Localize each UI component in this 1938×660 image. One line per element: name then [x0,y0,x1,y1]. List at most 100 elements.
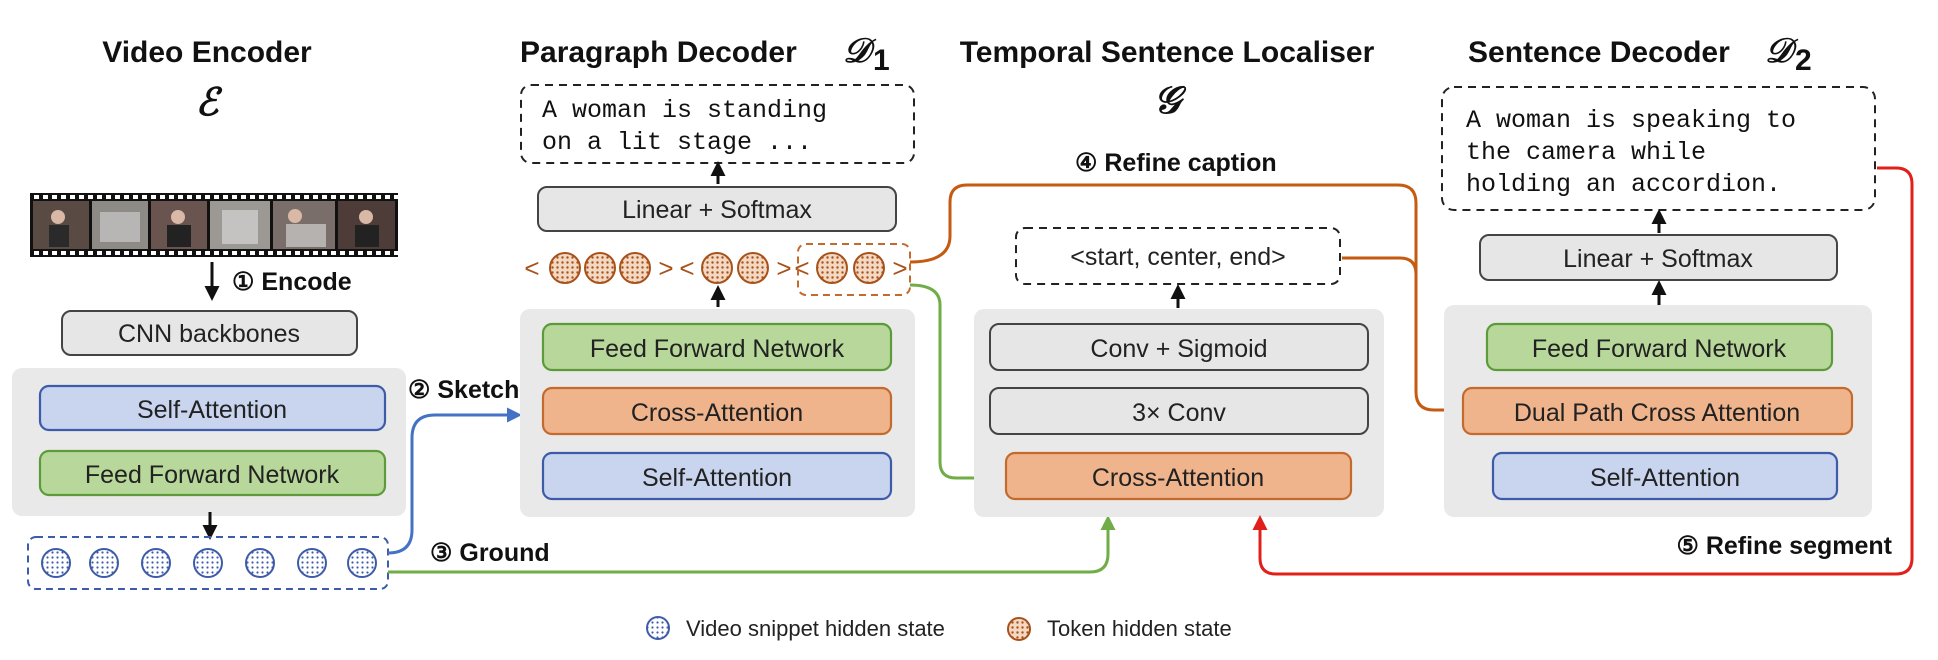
sentence-decoder-subscript: 2 [1795,44,1812,77]
legend-video-state-icon [646,616,670,640]
paragraph-caption-line2: on a lit stage ... [542,128,812,157]
video-states-group [41,548,377,578]
film-sprocket [196,251,201,255]
film-sprocket [43,251,48,255]
film-sprocket [250,195,255,199]
encoder-self-attention-label: Self-Attention [137,396,287,424]
film-sprocket [133,251,138,255]
localiser-cross-attention-label: Cross-Attention [1092,464,1264,492]
ground-arrow [388,515,1116,574]
legend-token-state-label: Token hidden state [1047,616,1232,641]
sentence-self-attention-box [1491,451,1839,501]
refine-segment-arrow [1252,166,1914,576]
temporal-localiser-title: Temporal Sentence Localiser [960,36,1375,69]
film-sprocket [286,251,291,255]
last-sentence-tokens-box [797,243,911,296]
film-sprocket [304,251,309,255]
film-sprocket [97,251,102,255]
film-sprocket [34,251,39,255]
film-sprocket [124,251,129,255]
refine-caption-arrow [909,183,1466,418]
film-sprocket [214,251,219,255]
encoder-self-attention-box [38,384,387,432]
encode-step-label: ① Encode [232,268,352,296]
token-state [816,252,848,284]
film-sprocket [196,195,201,199]
token-state [549,252,581,284]
refine-segment-step-label: ⑤ Refine segment [1676,532,1892,560]
localiser-conv3-box [989,387,1369,435]
film-sprocket [106,251,111,255]
film-sprocket [115,251,120,255]
cnn-backbones-box [61,310,358,356]
sentence-decoder-title-group: Sentence Decoder 𝒟 2 [1468,31,1812,77]
video-encoder-symbol: ℰ [195,79,222,124]
token-state [701,252,733,284]
film-sprocket [160,195,165,199]
token-states-row: <><><> [524,252,908,284]
sentence-self-attention-label: Self-Attention [1590,464,1740,492]
film-sprocket [367,251,372,255]
film-sprocket [394,195,399,199]
paragraph-self-attention-box [541,451,893,501]
film-sprocket [358,251,363,255]
film-sprocket [241,251,246,255]
sentence-end-bracket: > [658,253,673,283]
film-sprocket [268,195,273,199]
film-sprocket [241,195,246,199]
film-sprocket [277,195,282,199]
video-filmstrip [30,193,399,257]
film-sprocket [88,195,93,199]
localiser-output-label: <start, center, end> [1070,243,1285,271]
film-sprocket [358,195,363,199]
film-sprocket [232,251,237,255]
film-sprocket [340,251,345,255]
film-sprocket [97,195,102,199]
video-snippet-state [245,548,275,578]
sentence-caption-line1: A woman is speaking to [1466,106,1796,135]
film-sprocket [259,251,264,255]
paragraph-caption-line1: A woman is standing [542,96,827,125]
film-sprocket [349,251,354,255]
film-sprocket [124,195,129,199]
film-sprocket [142,195,147,199]
film-sprocket [52,251,57,255]
paragraph-linear-softmax-label: Linear + Softmax [622,196,812,224]
film-sprocket [178,195,183,199]
refine-caption-step-label: ④ Refine caption [1075,149,1277,177]
film-sprocket [160,251,165,255]
film-sprocket [322,251,327,255]
sentence-caption-line2: the camera while [1466,138,1706,167]
localiser-to-sentence-decoder-arrow [1342,256,1418,275]
film-sprocket [214,195,219,199]
sentence-end-bracket: > [892,253,907,283]
film-sprocket [115,195,120,199]
film-sprocket [394,251,399,255]
film-sprocket [376,251,381,255]
sentence-dual-path-label: Dual Path Cross Attention [1514,399,1800,427]
film-sprocket [34,195,39,199]
encoder-ffn-label: Feed Forward Network [85,461,340,489]
sentence-start-bracket: < [679,253,694,283]
film-sprocket [187,195,192,199]
film-sprocket [340,195,345,199]
film-sprocket [151,251,156,255]
video-states-container [27,536,389,590]
film-sprocket [79,195,84,199]
token-state [619,252,651,284]
film-sprocket [79,251,84,255]
paragraph-decoder-symbol: 𝒟 [843,31,877,71]
sentence-ffn-label: Feed Forward Network [1532,335,1787,363]
film-sprocket [385,195,390,199]
temporal-localiser-symbol: 𝒢 [1153,77,1187,122]
paragraph-decoder-title-group: Paragraph Decoder 𝒟 1 [520,31,890,77]
localiser-conv-sigmoid-label: Conv + Sigmoid [1090,335,1267,363]
ground-step-label: ③ Ground [430,539,550,567]
sentence-decoder-symbol: 𝒟 [1765,31,1799,71]
film-sprocket [106,195,111,199]
film-sprocket [205,251,210,255]
paragraph-ffn-label: Feed Forward Network [590,335,845,363]
film-sprocket [133,195,138,199]
video-encoder-title: Video Encoder [102,36,312,69]
film-sprocket [313,195,318,199]
